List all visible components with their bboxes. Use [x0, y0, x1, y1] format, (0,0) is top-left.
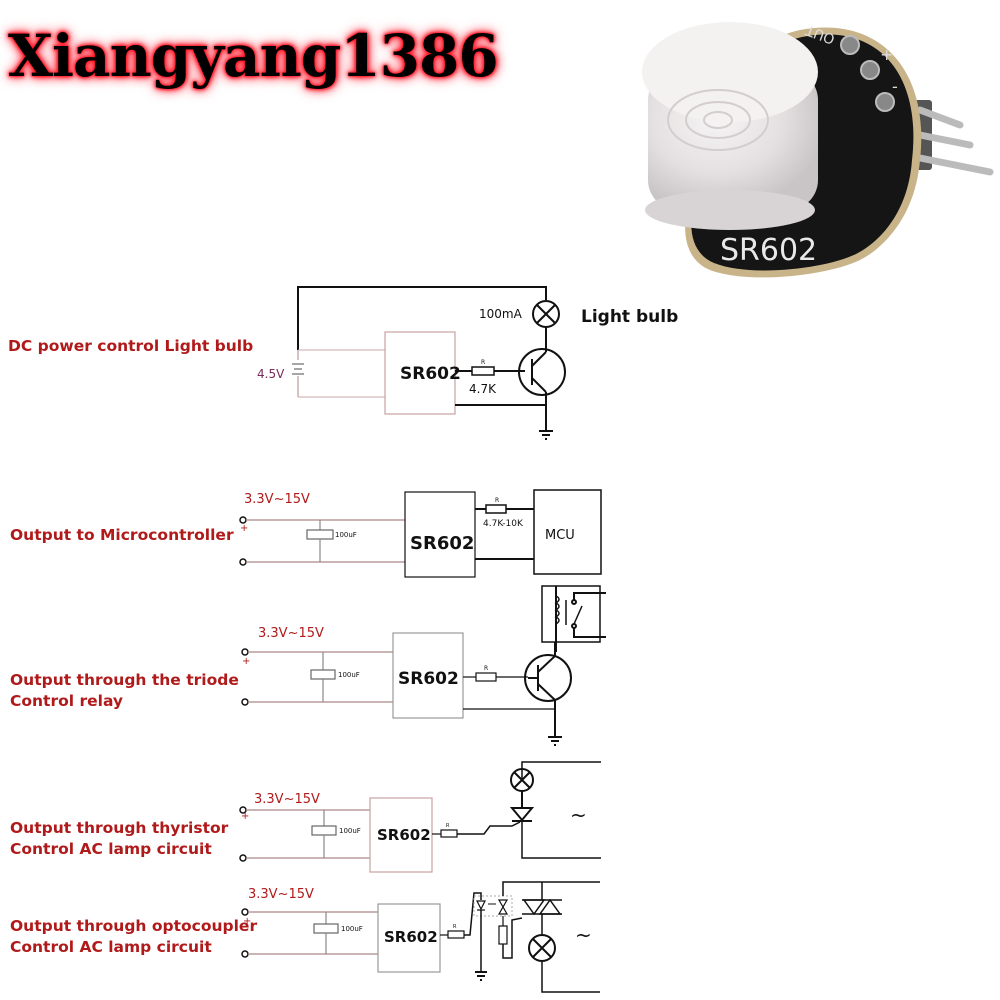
circuit-1-supply-voltage: 4.5V — [257, 367, 285, 381]
sr602-block — [392, 632, 464, 719]
capacitor-symbol — [313, 923, 339, 934]
ac-source-symbol: ~ — [570, 803, 587, 827]
pin-label-minus: - — [892, 77, 898, 96]
circuit-4-capacitor-value: 100uF — [339, 827, 361, 835]
circuit-3-supply-voltage: 3.3V~15V — [258, 626, 324, 641]
pin-label-plus: + — [880, 45, 893, 64]
sr602-block — [369, 797, 433, 873]
circuit-1-title: DC power control Light bulb — [8, 337, 254, 355]
load-current-label: 100mA — [479, 307, 523, 321]
capacitor-symbol — [306, 529, 334, 540]
sr602-block — [404, 491, 476, 578]
sr602-block — [384, 331, 456, 415]
circuit-3-resistor-label: R — [484, 665, 488, 672]
npn-transistor-symbol — [524, 654, 572, 702]
fresnel-lens-dome — [642, 22, 818, 230]
capacitor-symbol — [310, 669, 336, 680]
resistor-symbol — [471, 366, 495, 376]
circuit-3-title-line-2: Control relay — [10, 692, 124, 710]
ac-source-symbol: ~ — [575, 923, 592, 947]
resistor-symbol — [485, 504, 507, 514]
circuit-4-supply-voltage: 3.3V~15V — [254, 792, 320, 807]
circuit-4-title-line-1: Output through thyristor — [10, 819, 229, 837]
circuit-1-resistor-label: R — [481, 359, 485, 366]
resistor-symbol — [447, 930, 465, 939]
plus-terminal: + — [241, 811, 249, 822]
ground-symbol — [539, 430, 553, 440]
circuit-3-title: Output through the triode Control relay — [10, 670, 239, 712]
resistor-symbol — [498, 925, 508, 945]
relay-symbol — [541, 585, 606, 652]
capacitor-symbol — [311, 825, 337, 836]
circuit-5-title-line-2: Control AC lamp circuit — [10, 938, 212, 956]
sr602-block — [377, 903, 441, 973]
circuit-4-module-label: SR602 — [377, 826, 431, 844]
circuit-5-resistor-label: R — [453, 924, 457, 930]
lamp-symbol — [528, 934, 556, 962]
battery-symbol — [292, 363, 304, 375]
circuit-2-supply-voltage: 3.3V~15V — [244, 492, 310, 507]
circuit-4-schematic — [239, 761, 601, 873]
plus-terminal: + — [240, 523, 248, 534]
plus-terminal: + — [242, 656, 250, 667]
circuit-2-resistor-label: R — [495, 497, 499, 504]
optocoupler-symbol — [473, 895, 513, 917]
circuit-4-title: Output through thyristor Control AC lamp… — [10, 818, 228, 860]
circuit-2-capacitor-value: 100uF — [335, 531, 357, 539]
sr602-module-photo: OUT + - SR602 — [642, 21, 994, 278]
circuit-1-module-label: SR602 — [400, 364, 461, 384]
circuit-4-resistor-label: R — [446, 823, 450, 829]
circuit-5-title: Output through optocoupler Control AC la… — [10, 916, 257, 958]
circuit-2-schematic — [239, 489, 602, 578]
circuit-3-schematic — [241, 585, 606, 746]
circuit-1-resistor-value: 4.7K — [469, 382, 497, 396]
circuit-5-supply-voltage: 3.3V~15V — [248, 887, 314, 902]
circuit-5-module-label: SR602 — [384, 928, 438, 946]
triac-symbol — [522, 898, 562, 916]
thyristor-symbol — [509, 807, 535, 822]
circuit-2-title: Output to Microcontroller — [10, 526, 234, 544]
lamp-symbol — [532, 300, 560, 328]
circuit-3-capacitor-value: 100uF — [338, 671, 360, 679]
circuit-3-title-line-1: Output through the triode — [10, 671, 239, 689]
npn-transistor-symbol — [518, 348, 566, 396]
light-bulb-label: Light bulb — [581, 307, 678, 327]
ground-symbol — [475, 971, 487, 981]
mcu-block — [533, 489, 602, 575]
circuit-5-schematic — [241, 881, 600, 993]
mcu-label: MCU — [545, 528, 575, 543]
watermark-title: Xiangyang1386 — [8, 22, 499, 90]
circuit-4-title-line-2: Control AC lamp circuit — [10, 840, 212, 858]
ground-symbol — [548, 736, 562, 746]
resistor-symbol — [440, 829, 458, 838]
circuit-2-resistor-value: 4.7K-10K — [483, 519, 524, 529]
plus-terminal: + — [243, 916, 251, 927]
circuit-2-module-label: SR602 — [410, 533, 474, 554]
board-model-label: SR602 — [720, 233, 817, 268]
circuit-1-schematic — [292, 286, 566, 440]
circuit-5-capacitor-value: 100uF — [341, 925, 363, 933]
resistor-symbol — [475, 672, 497, 682]
circuit-5-title-line-1: Output through optocoupler — [10, 917, 258, 935]
circuit-3-module-label: SR602 — [398, 669, 459, 689]
